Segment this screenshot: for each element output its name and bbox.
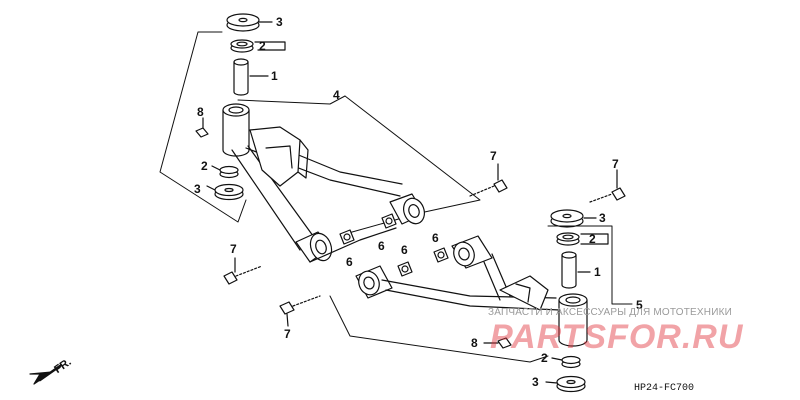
bolt-7-mid [469,163,508,197]
callout-6-c: 6 [401,243,408,257]
diagram-code: HP24-FC700 [634,383,695,394]
callout-7-left: 7 [230,242,237,256]
callout-8-top: 8 [197,105,204,119]
watermark-logo: PARTSFOR.RU [490,318,744,356]
callout-2-right: 2 [589,232,596,246]
washer-left [214,183,244,201]
washer-bottom [556,375,586,393]
callout-4: 4 [333,88,340,102]
collar-left [219,165,239,179]
callout-3-right: 3 [599,211,606,225]
bolt-7-right [589,169,626,203]
callout-3-bottom: 3 [532,375,539,389]
nut-6-a [339,229,355,245]
sleeve-right [561,251,577,289]
callout-6-a: 6 [346,255,353,269]
bolt-8-bottom [483,337,512,349]
nut-6-c [397,261,413,277]
callout-2-left: 2 [201,159,208,173]
callout-3-left: 3 [194,182,201,196]
bolt-7-lower-left [279,295,321,327]
callout-8-bottom: 8 [471,336,478,350]
bolt-7-left [223,257,263,285]
callout-2-bottom: 2 [541,351,548,365]
callout-1-top: 1 [271,69,278,83]
washer-top-left [226,13,260,32]
callout-1-right: 1 [594,265,601,279]
upper-control-arm [222,103,425,263]
callout-7-right: 7 [612,157,619,171]
lower-control-arm [355,235,588,347]
callout-7-mid: 7 [490,149,497,163]
callout-3-top: 3 [276,15,283,29]
callout-7-lower-left: 7 [284,327,291,341]
callout-5: 5 [636,298,643,312]
watermark-tagline: ЗАПЧАСТИ И АКСЕССУАРЫ ДЛЯ МОТОТЕХНИКИ [488,307,733,318]
sleeve-top-left [233,58,249,96]
washer-top-right [550,209,584,228]
collar-bottom [561,355,581,369]
front-arrow-icon [29,364,62,385]
callout-6-d: 6 [432,231,439,245]
callout-2-top: 2 [259,39,266,53]
collar-right [556,232,580,246]
bolt-8-top [195,117,209,138]
nut-6-b [381,213,397,229]
nut-6-d [433,247,449,263]
callout-6-b: 6 [378,239,385,253]
collar-top-left [230,39,254,53]
